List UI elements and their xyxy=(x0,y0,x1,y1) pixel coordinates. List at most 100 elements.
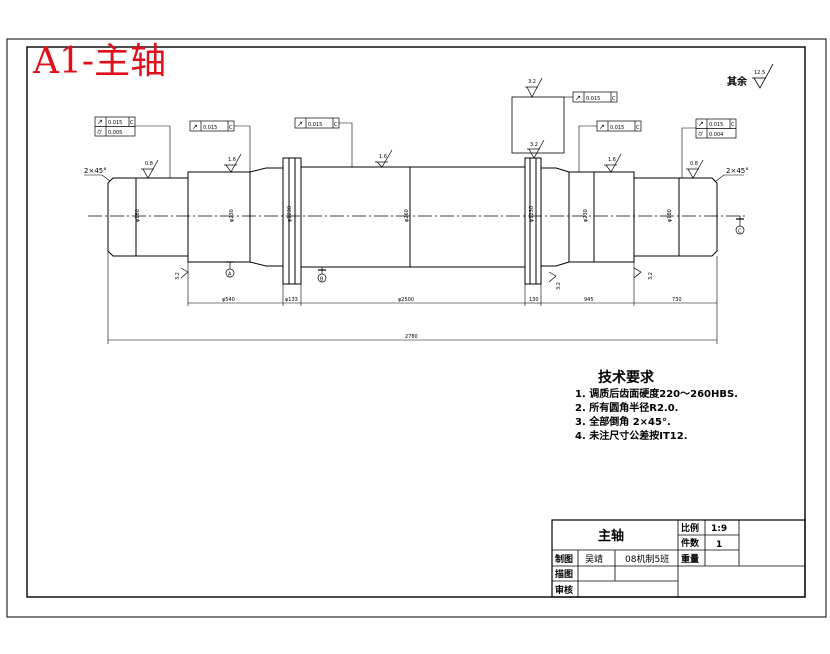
tech-item-3: 3. 全部倒角 2×45°. xyxy=(575,415,671,428)
tb-role-1: 制图 xyxy=(555,553,573,565)
tb-qty-value: 1 xyxy=(716,540,722,550)
tf6-sym2: ⌭ xyxy=(698,130,703,138)
tf5-val: 0.015 xyxy=(610,125,624,131)
tech-item-4: 4. 未注尺寸公差按IT12. xyxy=(575,429,688,442)
tf3-sym: ↗ xyxy=(297,120,303,128)
roughness-value: 3.2 xyxy=(648,272,654,280)
chamfer-left: 2×45° xyxy=(84,167,111,182)
roughness-mark-7: 0.8 xyxy=(686,159,704,179)
roughness-value: 1.6 xyxy=(608,157,616,163)
roughness-mark-1: 0.8 xyxy=(141,159,159,179)
title-stamp: A1-主轴 xyxy=(32,41,166,82)
roughness-mark-9: 3.2 xyxy=(548,271,562,290)
roughness-mark-4: 3.2 xyxy=(525,77,543,98)
tb-role-2: 描图 xyxy=(555,568,573,580)
tb-qty-label: 件数 xyxy=(681,537,700,549)
tf4-sym: ↗ xyxy=(575,94,581,102)
chamfer-right: 2×45° xyxy=(715,167,749,182)
roughness-value: 3.2 xyxy=(528,79,536,85)
dim-total: 2780 xyxy=(405,334,418,340)
roughness-mark-2: 1.6 xyxy=(224,153,242,173)
datum-c: C xyxy=(735,216,745,235)
dim-d5: φ230 xyxy=(583,209,589,222)
chamfer-left-label: 2×45° xyxy=(84,167,107,175)
roughness-other-label: 其余 xyxy=(727,75,748,88)
datum-a: A xyxy=(225,261,235,278)
tf1-sym1: ↗ xyxy=(97,118,103,126)
tech-heading: 技术要求 xyxy=(598,369,655,386)
roughness-mark-3: 1.6 xyxy=(375,149,393,168)
roughness-mark-5: 3.2 xyxy=(527,139,545,159)
tech-requirements: 技术要求 1. 调质后齿面硬度220～260HBS. 2. 所有圆角半径R2.0… xyxy=(575,369,738,442)
tolerance-frame-1: ↗ 0.015 C ⌭ 0.005 xyxy=(94,116,171,178)
dim-d4: φ1230 xyxy=(529,206,535,222)
tf1-val1: 0.015 xyxy=(108,120,122,126)
roughness-value: 3.2 xyxy=(556,282,562,290)
roughness-value: 3.2 xyxy=(530,142,538,148)
inner-border xyxy=(26,46,806,598)
dim-l3: φ2500 xyxy=(398,297,414,303)
outer-frame xyxy=(6,38,827,618)
tf4-datum: C xyxy=(612,96,616,102)
dim-l4: 130 xyxy=(529,297,539,303)
tf5-datum: C xyxy=(636,125,640,131)
tf1-val2: 0.005 xyxy=(108,130,122,136)
tf2-sym: ↗ xyxy=(192,123,198,131)
dim-d7: φ260 xyxy=(404,209,410,222)
roughness-marks: 0.8 1.6 1.6 3.2 3.2 1.6 xyxy=(141,77,704,290)
tf6-datum1: C xyxy=(731,122,735,128)
tb-role-3: 审核 xyxy=(555,584,573,596)
tech-item-2: 2. 所有圆角半径R2.0. xyxy=(575,401,678,414)
tb-scale-value: 1:9 xyxy=(711,524,727,534)
tolerance-frame-6: ↗ 0.015 C ⌭ 0.004 xyxy=(681,118,737,178)
tolerance-frame-2: ↗ 0.015 C xyxy=(189,120,251,172)
dim-l5: 945 xyxy=(584,297,594,303)
dim-l6: 730 xyxy=(672,297,682,303)
roughness-mark-8: 3.2 xyxy=(175,267,189,280)
roughness-value: 1.6 xyxy=(379,154,387,160)
diameter-labels: φ180 φ230 φ1230 φ260 φ1230 φ230 φ180 xyxy=(135,206,673,222)
dim-d3: φ1230 xyxy=(287,206,293,222)
roughness-value: 3.2 xyxy=(175,272,181,280)
tb-info-1: 08机制5班 xyxy=(625,553,669,565)
dim-d2: φ230 xyxy=(229,209,235,222)
tolerance-frame-3: ↗ 0.015 C xyxy=(294,117,353,167)
tb-name-1: 吴靖 xyxy=(585,553,603,565)
roughness-mark-10: 3.2 xyxy=(633,267,654,280)
roughness-value: 1.6 xyxy=(228,157,236,163)
tf2-datum: C xyxy=(229,125,233,131)
tf6-sym1: ↗ xyxy=(698,120,704,128)
datum-markers: A B C xyxy=(225,216,745,283)
length-dimensions xyxy=(107,251,718,344)
roughness-value: 0.8 xyxy=(690,161,698,167)
tb-part-name: 主轴 xyxy=(598,528,624,544)
datum-b: B xyxy=(317,267,327,283)
tolerance-frame-5: ↗ 0.015 C xyxy=(578,120,642,172)
datum-label: B xyxy=(320,277,324,283)
length-labels: φ540 φ133 φ2500 130 945 730 2780 xyxy=(222,297,682,340)
tf3-val: 0.015 xyxy=(308,122,322,128)
roughness-other-value: 12.5 xyxy=(754,70,765,76)
tf1-sym2: ⌭ xyxy=(97,128,102,136)
tb-weight-label: 重量 xyxy=(681,553,699,565)
tolerance-frame-4: ↗ 0.015 C xyxy=(564,91,618,103)
title-block: 主轴 比例 1:9 件数 1 重量 制图 吴靖 08机制5班 描图 审核 xyxy=(551,519,806,598)
shaft-profile xyxy=(107,157,718,285)
dim-l2: φ540 xyxy=(222,297,235,303)
tf4-val: 0.015 xyxy=(586,96,600,102)
tf2-val: 0.015 xyxy=(203,125,217,131)
dim-d6: φ180 xyxy=(667,209,673,222)
roughness-mark-6: 1.6 xyxy=(604,153,622,173)
tf6-val1: 0.015 xyxy=(709,122,723,128)
tb-scale-label: 比例 xyxy=(681,522,699,534)
dim-l1: φ133 xyxy=(285,297,298,303)
chamfer-right-label: 2×45° xyxy=(726,167,749,175)
callout-box xyxy=(511,96,565,154)
tech-item-1: 1. 调质后齿面硬度220～260HBS. xyxy=(575,387,738,400)
tf6-val2: 0.004 xyxy=(709,132,723,138)
roughness-other: 其余 12.5 xyxy=(727,63,774,89)
datum-label: C xyxy=(738,229,742,235)
roughness-value: 0.8 xyxy=(145,161,153,167)
tf1-datum1: C xyxy=(130,120,134,126)
